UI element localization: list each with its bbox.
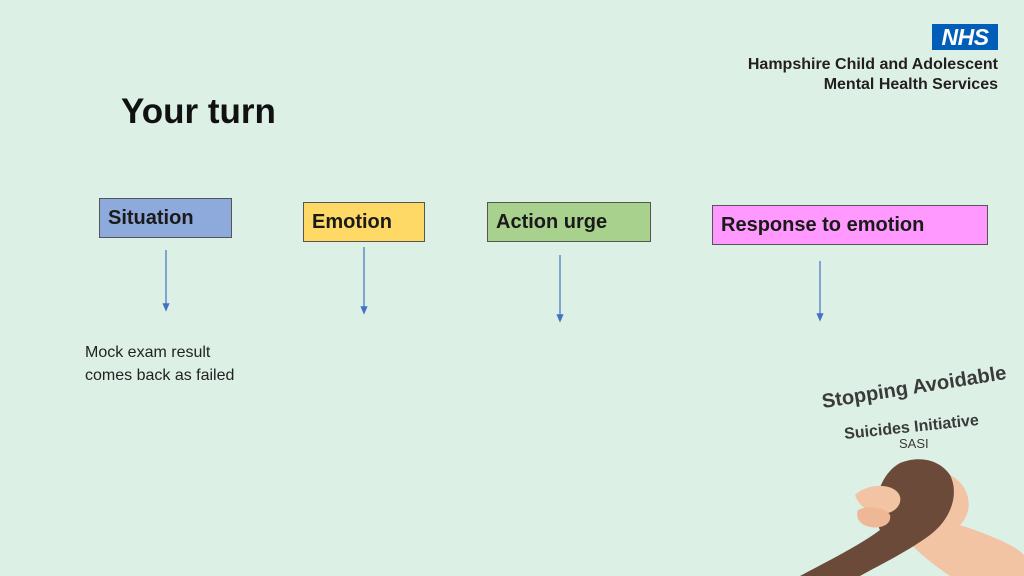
action-urge-box: Action urge <box>487 202 651 242</box>
organisation-name: Hampshire Child and Adolescent Mental He… <box>748 55 998 95</box>
emotion-box: Emotion <box>303 202 425 242</box>
sasi-abbreviation: SASI <box>899 436 929 451</box>
slide-title: Your turn <box>121 92 276 131</box>
sasi-logo: Stopping Avoidable Suicides Initiative S… <box>820 362 1010 455</box>
organisation-name-line1: Hampshire Child and Adolescent <box>747 56 998 73</box>
situation-box: Situation <box>99 198 232 238</box>
response-box: Response to emotion <box>712 205 988 245</box>
handshake-icon <box>800 459 1024 576</box>
nhs-logo: NHS <box>932 24 998 50</box>
situation-example-text: Mock exam result comes back as failed <box>85 344 235 384</box>
organisation-name-line2: Mental Health Services <box>823 76 998 93</box>
